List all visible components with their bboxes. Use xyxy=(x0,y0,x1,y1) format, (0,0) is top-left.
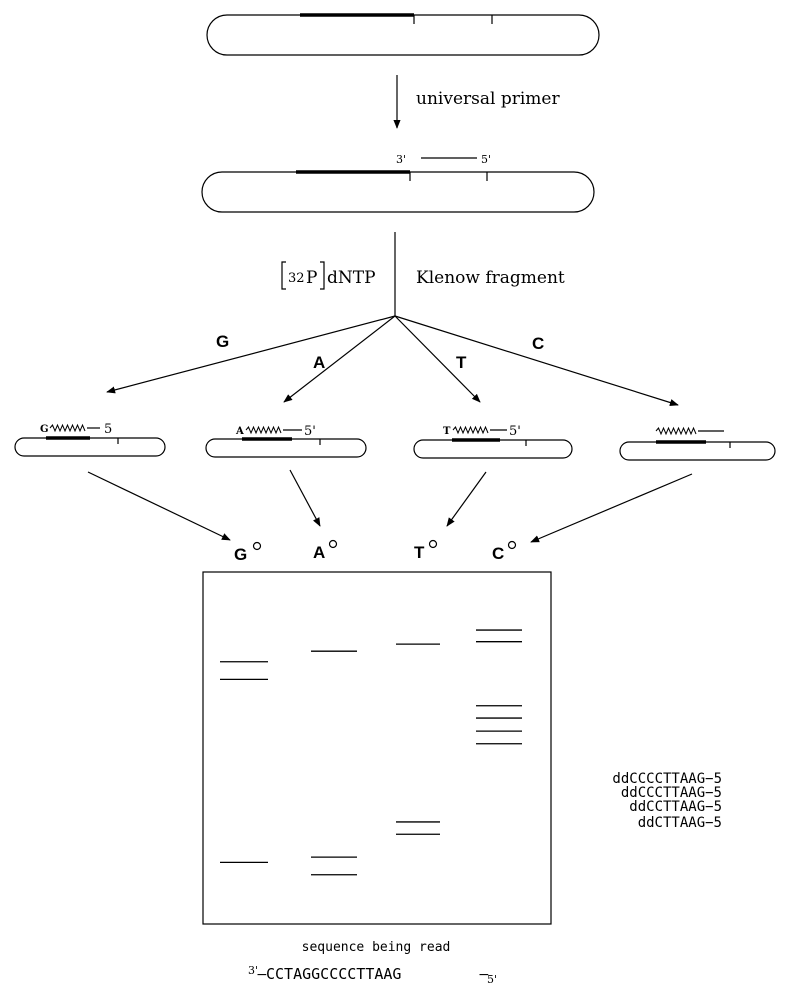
load-arrow-a xyxy=(289,469,321,527)
svg-text:A: A xyxy=(313,543,325,562)
load-arrow-c xyxy=(530,473,693,543)
branch-arrow-c xyxy=(394,315,679,407)
branch-label-c: C xyxy=(532,334,544,353)
svg-text:A: A xyxy=(235,426,244,437)
reaction-a: A 5' xyxy=(205,424,367,458)
fragment-label-2: ddCCCTTAAG−5 xyxy=(621,785,722,801)
fragment-label-1: ddCCCCTTAAG−5 xyxy=(612,771,722,787)
branch-label-g: G xyxy=(216,332,229,351)
svg-text:5': 5' xyxy=(509,424,521,439)
dntp-label: 32 P dNTP xyxy=(281,261,376,290)
reaction-t: T 5' xyxy=(413,424,573,459)
fragment-label-4: ddCTTAAG−5 xyxy=(638,815,722,831)
branch-arrow-g xyxy=(106,315,396,394)
svg-text:5': 5' xyxy=(487,973,497,986)
load-arrow-g xyxy=(87,471,231,541)
lane-label-g: G xyxy=(234,541,262,564)
sequence-read: 3' − CCTAGGCCCCTTAAG − 5' xyxy=(248,964,497,986)
lane-label-t: T xyxy=(414,539,438,562)
sequencing-gel xyxy=(202,571,552,925)
svg-text:5': 5' xyxy=(304,424,316,439)
svg-text:dNTP: dNTP xyxy=(327,268,376,288)
svg-text:T: T xyxy=(443,426,451,437)
load-arrow-t xyxy=(446,471,487,527)
branch-arrow-t xyxy=(394,315,481,403)
svg-text:P: P xyxy=(306,268,317,288)
svg-text:−: − xyxy=(478,967,490,983)
svg-text:5: 5 xyxy=(104,422,112,437)
branch-arrow-a xyxy=(283,315,396,403)
svg-text:−: − xyxy=(256,967,268,983)
svg-text:T: T xyxy=(414,543,425,562)
universal-primer-label: universal primer xyxy=(416,89,560,109)
reaction-g: G 5 xyxy=(14,422,166,457)
primed-plasmid: 3' 5' xyxy=(201,153,595,213)
branch-label-t: T xyxy=(456,353,467,372)
svg-text:32: 32 xyxy=(288,271,305,286)
primer-3-end: 3' xyxy=(396,153,406,166)
template-plasmid xyxy=(206,13,600,56)
lane-label-c: C xyxy=(492,540,517,563)
gel-bands xyxy=(220,629,522,876)
lane-label-a: A xyxy=(313,539,338,562)
reaction-c xyxy=(619,426,776,461)
primer-5-end: 5' xyxy=(481,153,491,166)
svg-text:C: C xyxy=(492,544,504,563)
svg-text:G: G xyxy=(40,424,49,435)
svg-text:CCTAGGCCCCTTAAG: CCTAGGCCCCTTAAG xyxy=(266,965,401,983)
klenow-label: Klenow fragment xyxy=(416,268,565,288)
fragment-label-3: ddCCTTAAG−5 xyxy=(629,799,722,815)
branch-label-a: A xyxy=(313,353,325,372)
svg-text:G: G xyxy=(234,545,247,564)
sequence-caption: sequence being read xyxy=(302,940,451,955)
svg-text:3': 3' xyxy=(248,964,258,977)
